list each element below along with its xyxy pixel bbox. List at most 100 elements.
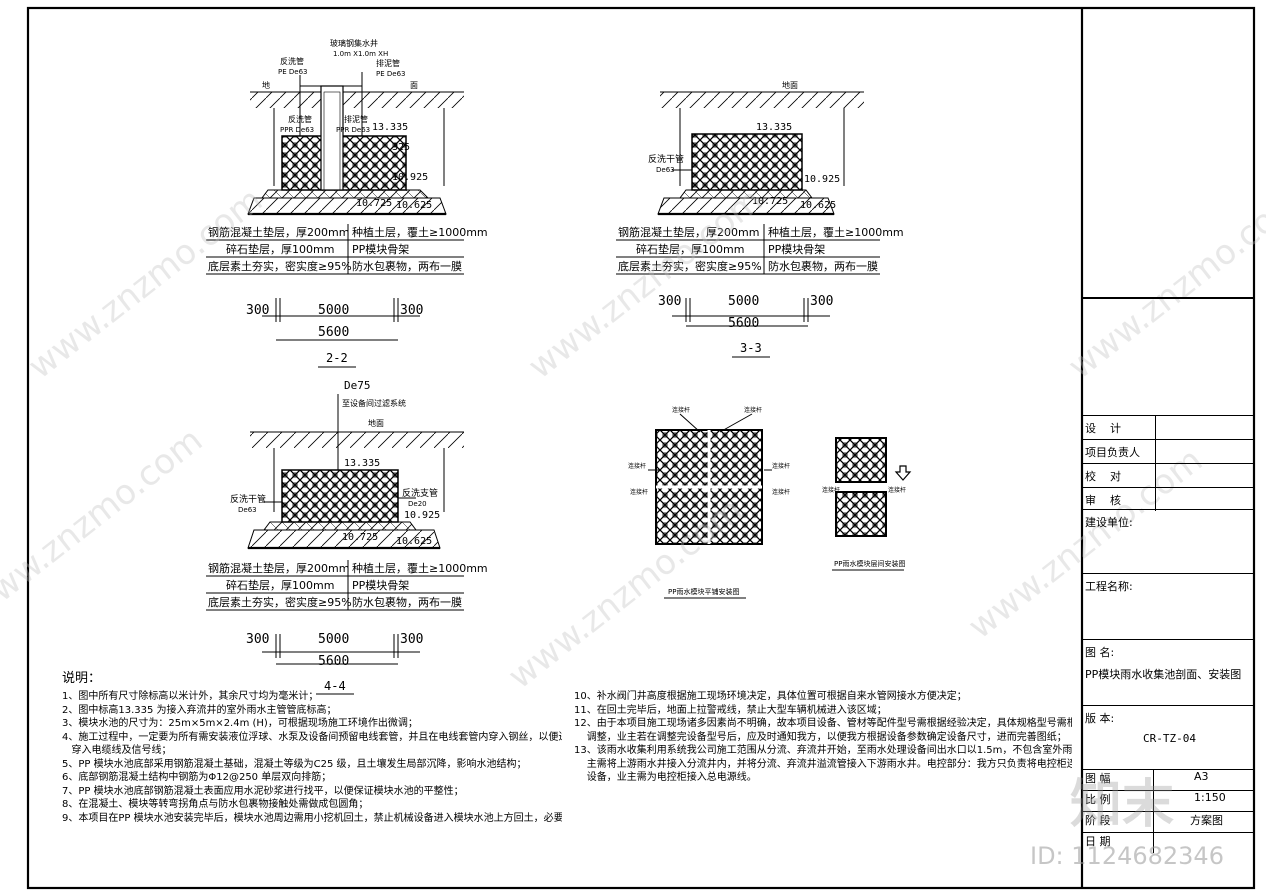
label-backwash-branch: 反洗支管 — [402, 487, 438, 499]
label-discharge-spec: PE De63 — [376, 70, 405, 78]
connector-label: 连接杆 — [772, 488, 790, 496]
connector-label: 连接杆 — [888, 486, 906, 494]
label-ground-right: 面 — [410, 81, 418, 90]
note-item: 10、补水阀门井高度根据施工现场环境决定，具体位置可根据自来水管网接水方便决定； — [574, 691, 967, 702]
elevation-base-top: 10.725 — [356, 198, 392, 209]
layer-planting: 种植土层，覆土≥1000mm — [768, 225, 904, 239]
layer-waterproof: 防水包裹物，两布一膜 — [768, 259, 878, 273]
dim-5000: 5000 — [728, 294, 759, 309]
label-inner-discharge: 排泥管 — [344, 114, 368, 124]
dim-300-right: 300 — [810, 294, 833, 309]
elevation-base-bottom: 10.625 — [396, 536, 432, 547]
note-item: 设备，业主需为电控柜接入总电源线。 — [574, 772, 757, 783]
label-to-filter: 至设备间过滤系统 — [342, 398, 406, 408]
label-backwash-main: 反洗干管 — [230, 493, 266, 505]
dim-300-left: 300 — [658, 294, 681, 309]
label-ground: 地面 — [368, 418, 384, 428]
dimension-lines: 300 5000 300 5600 — [246, 298, 423, 341]
dim-300-right: 300 — [400, 303, 423, 318]
label-inner-backwash: 反洗管 — [288, 114, 312, 124]
title-block-row: 设 计 — [1083, 415, 1253, 439]
layer-soil: 底层素土夯实，密实度≥95% — [618, 259, 762, 273]
elevation-module-bottom: 10.925 — [404, 510, 440, 521]
dim-300-left: 300 — [246, 632, 269, 647]
title-block-row-label: 设 计 — [1083, 416, 1156, 439]
id-watermark: ID: 1124682346 — [1030, 842, 1224, 870]
drawing-name: PP模块雨水收集池剖面、安装图 — [1085, 668, 1242, 681]
title-block-row-label: 项目负责人 — [1083, 440, 1156, 463]
elevation-top: 13.335 — [756, 122, 792, 133]
section-caption: 4-4 — [324, 679, 346, 693]
title-block-row: 审 核 — [1083, 487, 1253, 511]
notes: 说明： 1、图中所有尺寸除标高以米计外，其余尺寸均为毫米计； 2、图中标高13.3… — [62, 671, 1072, 824]
layer-pp-frame: PP模块骨架 — [768, 243, 825, 256]
install-layer-diagram: 连接杆 连接杆 PP雨水模块层间安装图 — [822, 437, 912, 571]
elevation-module-bottom: 10.925 — [804, 174, 840, 185]
layer-soil: 底层素土夯实，密实度≥95% — [208, 595, 352, 609]
connector-label: 连接杆 — [672, 406, 690, 414]
layer-legend: 钢筋混凝土垫层，厚200mm 碎石垫层，厚100mm 底层素土夯实，密实度≥95… — [206, 224, 488, 275]
note-item: 2、图中标高13.335 为接入弃流井的室外雨水主管管底标高； — [62, 704, 337, 716]
elevation-base-top: 10.725 — [752, 196, 788, 207]
title-block-row: 校 对 — [1083, 463, 1253, 487]
layer-planting: 种植土层，覆土≥1000mm — [352, 225, 488, 239]
layer-concrete: 钢筋混凝土垫层，厚200mm — [208, 561, 349, 575]
version-label: 版 本: — [1085, 712, 1115, 725]
elevation-module-bottom: 10.925 — [392, 172, 428, 183]
ground-soil — [250, 92, 464, 108]
note-item: 3、模块水池的尺寸为：25m×5m×2.4m (H)，可根据现场施工环境作出微调… — [62, 718, 418, 729]
scale-label: 比 例 — [1083, 791, 1154, 811]
drawing-name-label: 图 名: — [1085, 646, 1115, 659]
scale: 1:150 — [1194, 791, 1226, 804]
section-4-4: De75 至设备间过滤系统 地面 13.335 反洗干管 De63 反洗支管 D… — [206, 379, 488, 695]
arrow-down-icon — [894, 465, 912, 481]
title-block-row-label: 校 对 — [1083, 464, 1156, 487]
note-item: 穿入电缆线及信号线； — [62, 745, 172, 756]
notes-title: 说明： — [62, 671, 102, 686]
note-item: 9、本项目在PP 模块水池安装完毕后，模块水池周边需用小挖机回土，禁止机械设备进… — [62, 812, 562, 824]
layer-planting: 种植土层，覆土≥1000mm — [352, 561, 488, 575]
label-ground-left: 地 — [262, 80, 270, 90]
connector-label: 连接杆 — [630, 488, 648, 496]
note-item: 7、PP 模块水池底部钢筋混凝土表面应用水泥砂浆进行找平，以便保证模块水池的平整… — [62, 785, 464, 797]
outer-frame — [26, 6, 1256, 890]
pp-module-block — [281, 135, 407, 191]
watermark: www.znzmo.com www.znzmo.com www.znzmo.co… — [0, 180, 1266, 697]
dimension-lines: 300 5000 300 5600 — [658, 294, 833, 331]
size: A3 — [1194, 770, 1209, 783]
note-item: 1、图中所有尺寸除标高以米计外，其余尺寸均为毫米计； — [62, 691, 319, 702]
stage-label: 阶 段 — [1083, 812, 1154, 832]
layer-gravel: 碎石垫层，厚100mm — [636, 242, 744, 256]
svg-text:www.znzmo.com: www.znzmo.com — [521, 180, 770, 387]
title-block-row-label: 审 核 — [1083, 488, 1156, 511]
layer-concrete: 钢筋混凝土垫层，厚200mm — [618, 225, 759, 239]
dimension-lines: 300 5000 300 5600 — [246, 632, 423, 669]
label-inner-discharge-spec: PPR De63 — [336, 126, 370, 134]
dim-5000: 5000 — [318, 303, 349, 318]
install-flat-caption: PP雨水模块平铺安装图 — [668, 587, 739, 596]
layer-waterproof: 防水包裹物，两布一膜 — [352, 259, 462, 273]
dim-5600: 5600 — [318, 654, 349, 669]
label-ground: 地面 — [782, 80, 798, 90]
label-backwash-spec: PE De63 — [278, 68, 307, 76]
note-item: 6、底部钢筋混凝土结构中钢筋为Φ12@250 单层双向排筋； — [62, 772, 332, 783]
note-item: 11、在回土完毕后，地面上拉警戒线，禁止大型车辆机械进入该区域； — [574, 704, 887, 716]
pp-module-block — [281, 469, 399, 523]
dim-5000: 5000 — [318, 632, 349, 647]
elevation-top: 13.335 — [344, 458, 380, 469]
label-backwash-branch-spec: De20 — [408, 500, 427, 508]
note-item: 调整，业主若在调整完设备型号后，应及时通知我方，以便我方根据设备参数确定设备尺寸… — [574, 731, 1067, 743]
client-label: 建设单位: — [1085, 516, 1133, 529]
layer-pp-frame: PP模块骨架 — [352, 579, 409, 592]
version: CR-TZ-04 — [1143, 732, 1196, 745]
layer-gravel: 碎石垫层，厚100mm — [226, 242, 334, 256]
label-backwash: 反洗管 — [280, 56, 304, 66]
section-caption: 2-2 — [326, 351, 348, 365]
label-inner-backwash-spec: PPR De63 — [280, 126, 314, 134]
section-3-3: 地面 反洗干管 De63 13.335 10.925 10.725 10.625… — [616, 80, 904, 358]
connector-label: 连接杆 — [822, 486, 840, 494]
date-label: 日 期 — [1083, 833, 1154, 853]
brand-watermark: 知末 — [1070, 775, 1175, 835]
layer-pp-frame: PP模块骨架 — [352, 243, 409, 256]
